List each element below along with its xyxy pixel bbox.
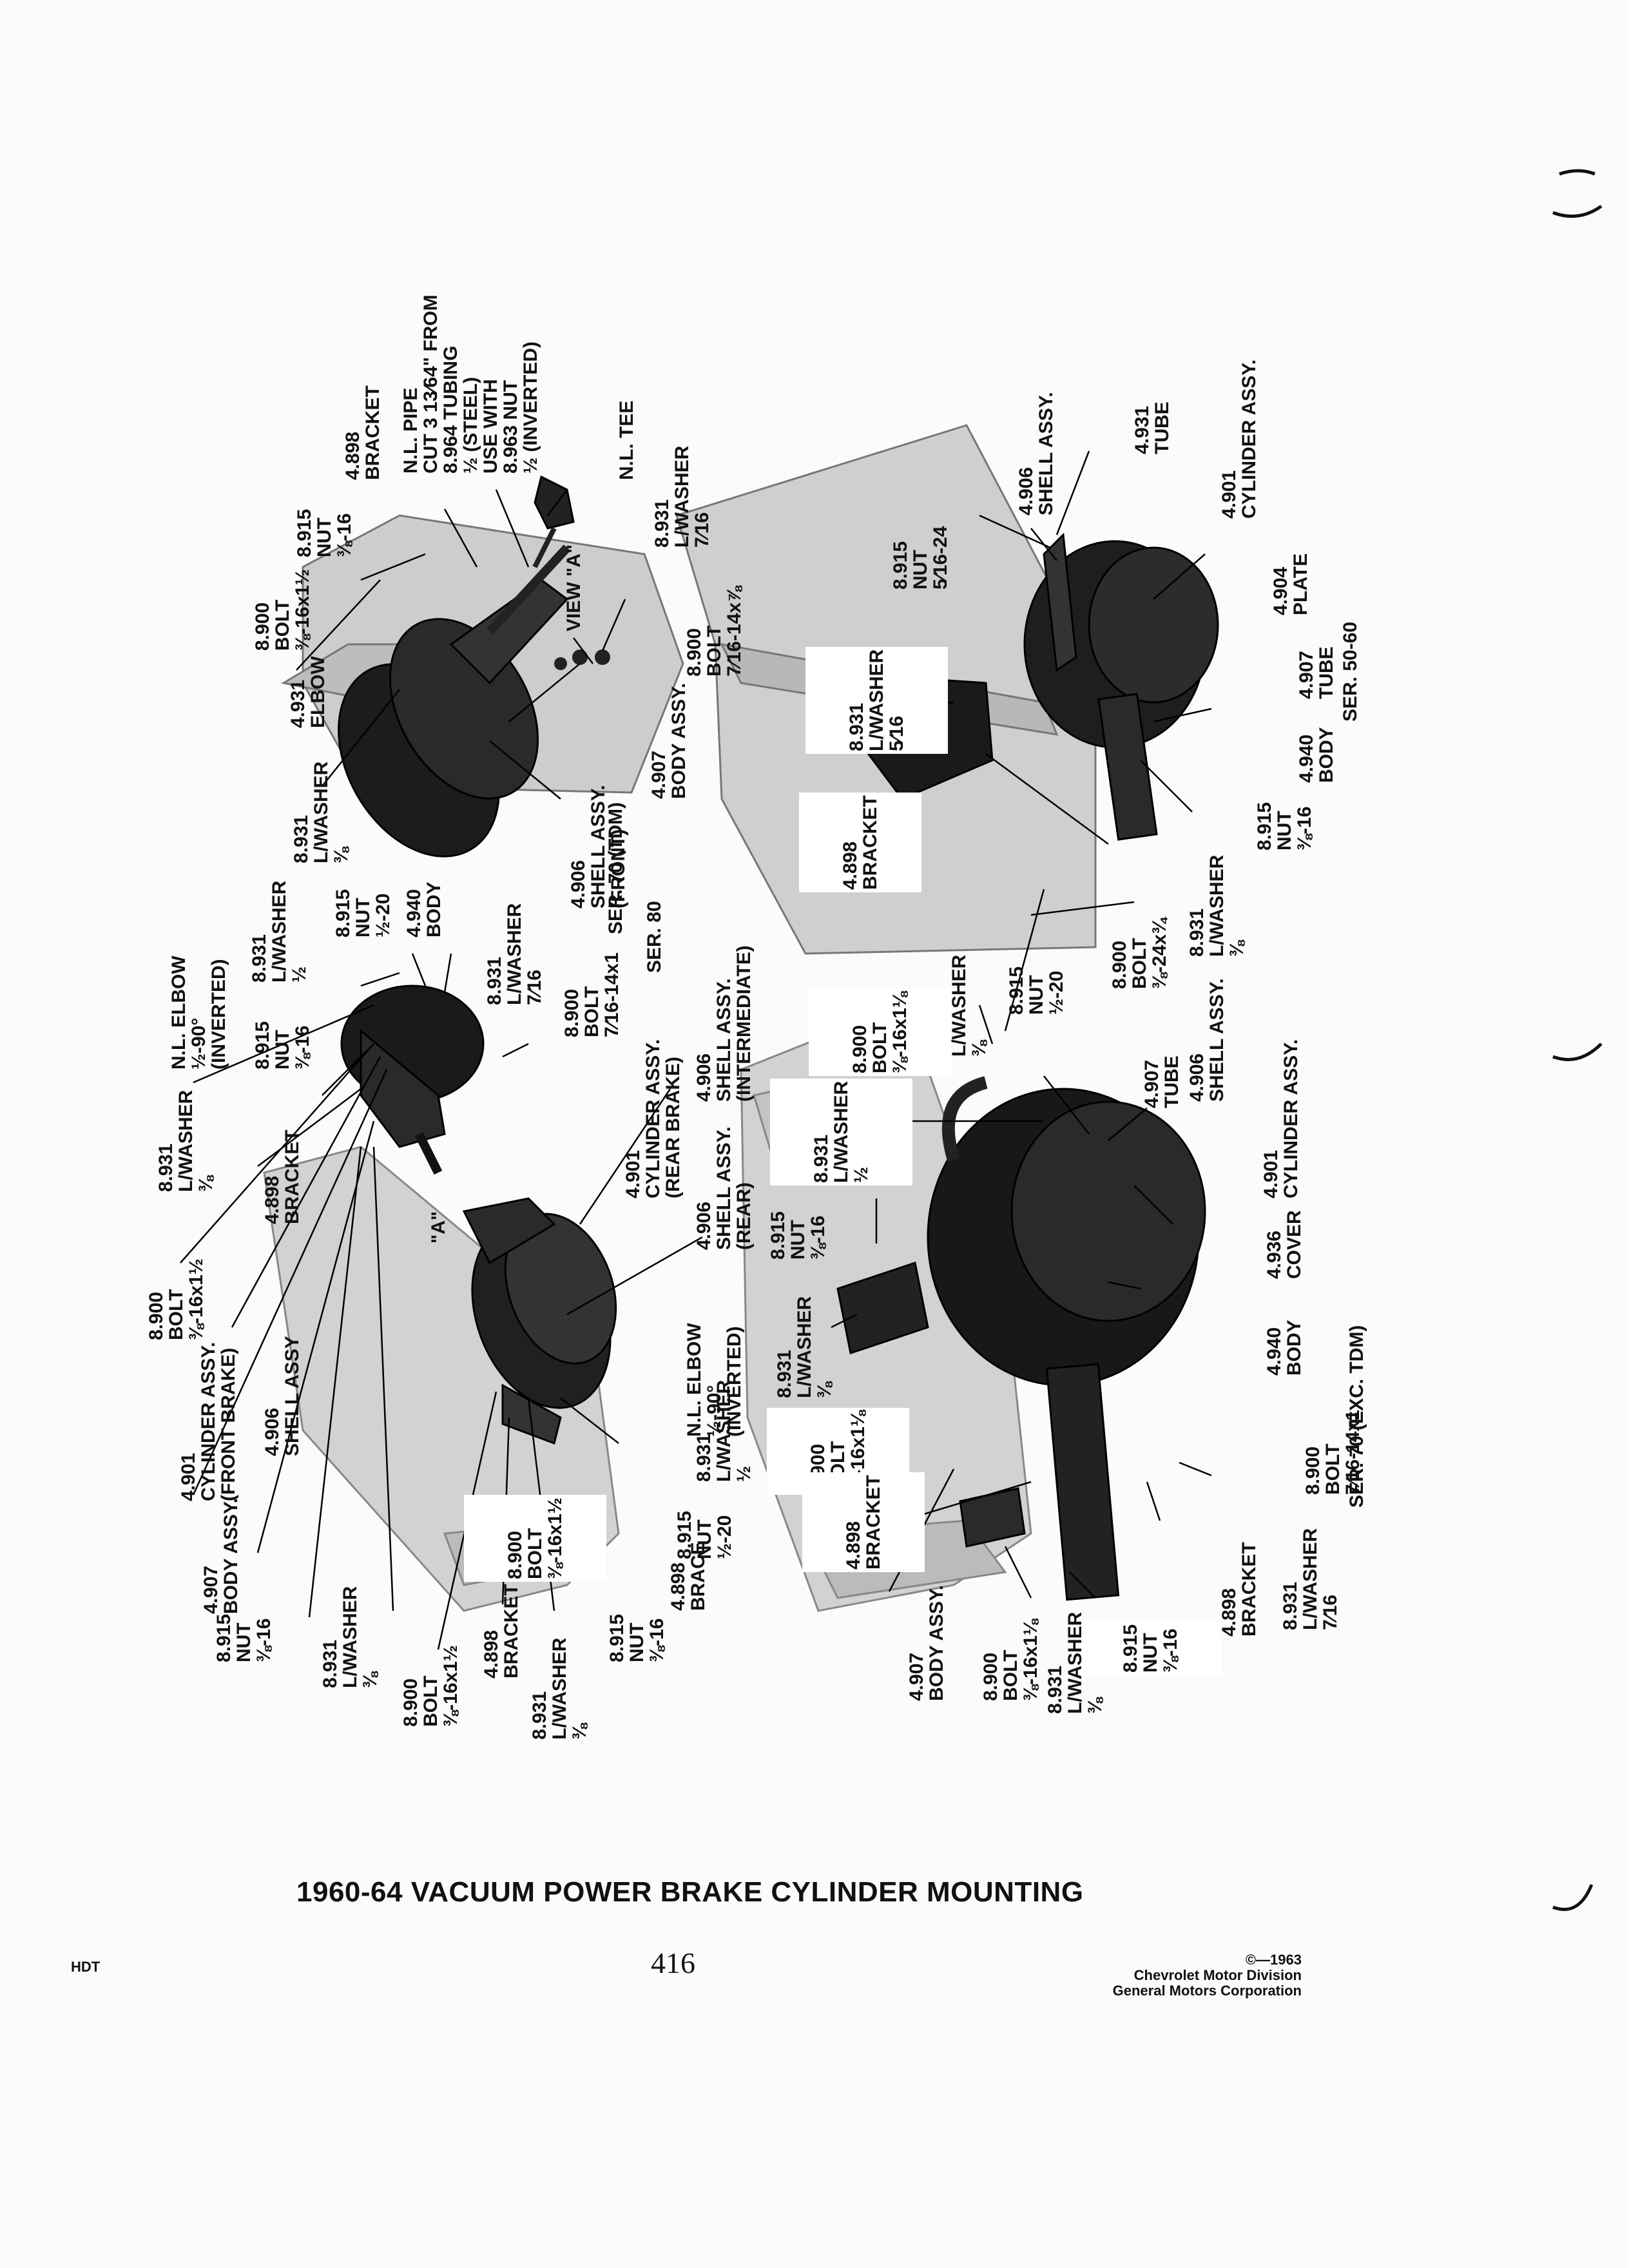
cylinder-left-bottom xyxy=(462,1197,617,1445)
view-a-part xyxy=(532,475,610,670)
series-label-exc-tdm: SER. 70 (EXC. TDM) xyxy=(1346,1325,1367,1508)
cylinder-left-top xyxy=(340,985,485,1175)
cylinder-top xyxy=(338,544,571,858)
series-label-tdm: SER. 70 (TDM) xyxy=(605,802,626,934)
page-title: 1960-64 VACUUM POWER BRAKE CYLINDER MOUN… xyxy=(296,1876,1084,1908)
section-code: HDT xyxy=(71,1959,101,1975)
page-number: 416 xyxy=(651,1946,695,1979)
copyright-line: General Motors Corporation xyxy=(1112,1983,1302,1999)
view-a-marker: "A" xyxy=(428,1211,449,1244)
cylinder-bottom xyxy=(836,1076,1206,1601)
series-label-5060: SER. 50-60 xyxy=(1340,621,1361,722)
copyright-line: ©—1963 xyxy=(1245,1952,1302,1968)
copyright-line: Chevrolet Motor Division xyxy=(1133,1967,1302,1983)
binder-marks xyxy=(1552,169,1603,1911)
view-a-label: VIEW "A" xyxy=(563,544,584,631)
copyright-block: ©—1963 Chevrolet Motor Division General … xyxy=(1113,1952,1302,1999)
